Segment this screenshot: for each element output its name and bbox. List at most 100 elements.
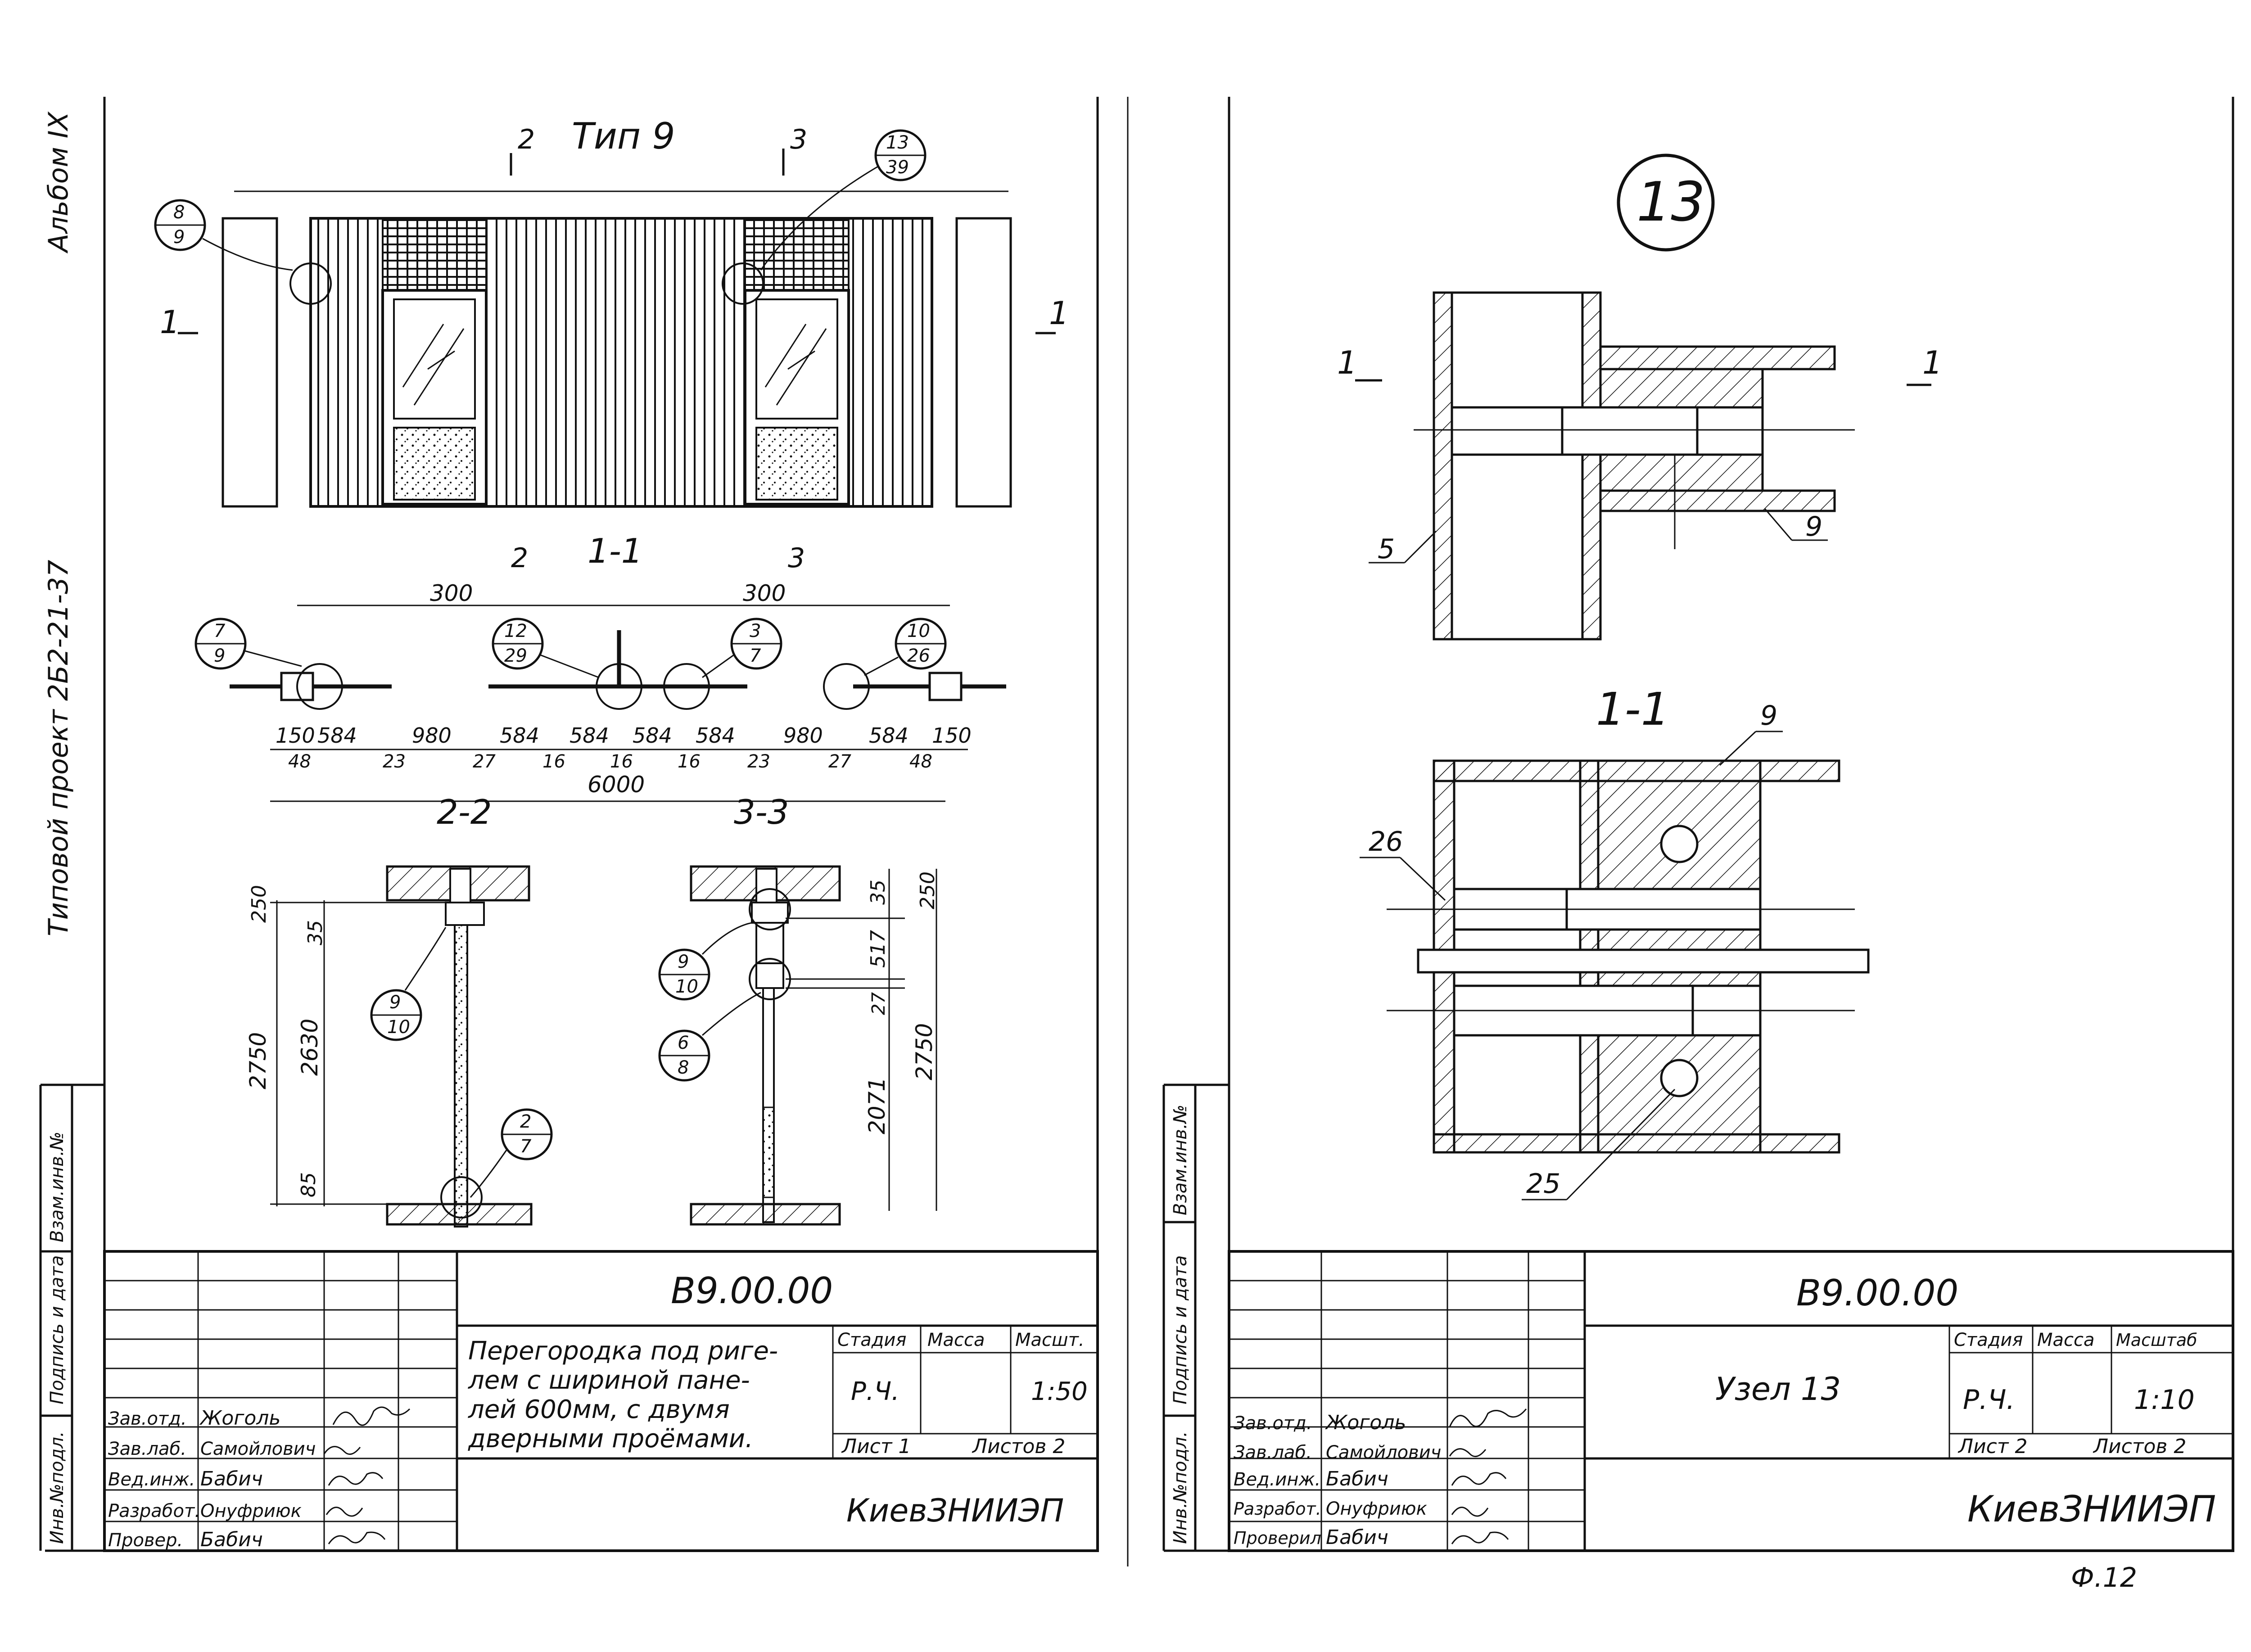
left-side-stamp: Взам.инв.№ Подпись и дата Инв.№подл. — [39, 1083, 104, 1551]
left-sheets-total: Листов 2 — [972, 1435, 1065, 1458]
plan-dim-27-l: 27 — [473, 751, 496, 772]
left-role-2: Зав.лаб. — [108, 1439, 186, 1459]
signature-3 — [328, 1472, 384, 1486]
left-role-4: Разработ. — [108, 1501, 200, 1521]
leader-25: 25 — [1526, 1168, 1560, 1200]
sec33-dim-27: 27 — [868, 992, 889, 1015]
plan-dim-584-3: 584 — [570, 723, 609, 748]
right-description: Узел 13 — [1715, 1371, 1841, 1408]
left-organization: КиевЗНИИЭП — [846, 1492, 1064, 1529]
node-number-circle — [1617, 153, 1715, 252]
right-name-3: Бабич — [1326, 1467, 1388, 1490]
right-role-2: Зав.лаб. — [1234, 1442, 1312, 1463]
left-description-line2: лем с шириной пане- — [468, 1366, 750, 1395]
right-mass-header: Масса — [2037, 1330, 2095, 1350]
callout-2-7-bottom: 7 — [520, 1136, 532, 1157]
right-sheet-number: Лист 2 — [1957, 1435, 2027, 1458]
right-side-stamp: Взам.инв.№ Подпись и дата Инв.№подл. — [1162, 1083, 1229, 1551]
signature-4 — [325, 1507, 363, 1517]
callout-10-26-bottom: 26 — [907, 645, 930, 666]
left-sheet-number: Лист 1 — [841, 1435, 911, 1458]
right-name-2: Самойлович — [1326, 1442, 1441, 1463]
plan-dim-48-r: 48 — [909, 751, 932, 772]
callout-9-10-b-top: 9 — [678, 952, 689, 972]
plan-dim-150-r: 150 — [932, 723, 972, 748]
left-doc-code: В9.00.00 — [671, 1270, 833, 1312]
left-description-line3: лей 600мм, с двумя — [468, 1395, 730, 1424]
left-scale-header: Масшт. — [1015, 1330, 1085, 1350]
sec22-dim-2630: 2630 — [297, 1019, 323, 1076]
right-stage-header: Стадия — [1954, 1330, 2023, 1350]
album-label: Альбом IX — [43, 111, 74, 254]
plan-dim-16-1: 16 — [542, 751, 565, 772]
callout-13-39-top: 13 — [886, 132, 909, 153]
cut-mark-2-bottom: 2 — [511, 542, 528, 574]
side-label-sign: Подпись и дата — [47, 1255, 68, 1404]
right-scale-header: Масштаб — [2116, 1330, 2197, 1350]
plan-dim-23-l: 23 — [383, 751, 406, 772]
plan-dim-48-l: 48 — [288, 751, 311, 772]
callout-7-9-bottom: 9 — [214, 645, 225, 666]
leader-9-top: 9 — [1805, 511, 1822, 542]
cut-mark-1-right: 1 — [1049, 295, 1069, 332]
left-role-1: Зав.отд. — [108, 1408, 187, 1429]
left-name-3: Бабич — [200, 1467, 263, 1490]
node-cut-mark-left: 1 — [1337, 344, 1357, 381]
plan-dim-584-1: 584 — [317, 723, 357, 748]
left-scale-value: 1:50 — [1031, 1377, 1088, 1406]
sec33-dim-517: 517 — [867, 930, 890, 968]
side-label-replace: Взам.инв.№ — [47, 1132, 68, 1242]
right-organization: КиевЗНИИЭП — [1967, 1488, 2216, 1530]
plan-dim-980-l: 980 — [412, 723, 452, 748]
left-name-1: Жоголь — [199, 1407, 280, 1430]
callout-13-39-bottom: 39 — [886, 157, 909, 178]
leader-9-bottom: 9 — [1760, 700, 1777, 731]
signature-2 — [323, 1446, 361, 1455]
plan-dim-584-5: 584 — [696, 723, 735, 748]
plan-dim-584-4: 584 — [633, 723, 672, 748]
callout-9-10-b-bottom: 10 — [675, 976, 698, 997]
left-title-block: В9.00.00 Перегородка под риге- лем с шир… — [103, 1250, 1099, 1552]
signature-5 — [328, 1531, 386, 1544]
right-signature-2 — [1449, 1448, 1487, 1458]
left-name-5: Бабич — [200, 1528, 263, 1551]
cut-mark-1-left: 1 — [160, 304, 180, 341]
sec33-dim-2071: 2071 — [864, 1077, 890, 1134]
callout-8-9-top: 8 — [173, 202, 185, 223]
plan-dim-300-left: 300 — [430, 580, 473, 606]
callout-12-29-bottom: 29 — [504, 645, 527, 666]
cut-mark-3-top: 3 — [790, 124, 807, 155]
left-sheet: Альбом IX Типовой проект 2Б2-21-37 Взам.… — [39, 97, 1129, 1566]
plan-dim-584-2: 584 — [500, 723, 539, 748]
plan-dim-16-2: 16 — [610, 751, 633, 772]
right-sheets-total: Листов 2 — [2093, 1435, 2186, 1458]
callout-6-8-top: 6 — [678, 1033, 689, 1053]
callout-2-7-top: 2 — [520, 1111, 531, 1132]
right-side-label-replace: Взам.инв.№ — [1170, 1105, 1191, 1215]
sec22-dim-250: 250 — [248, 885, 271, 923]
left-stage-value: Р.Ч. — [851, 1377, 899, 1406]
right-doc-code: В9.00.00 — [1796, 1272, 1958, 1314]
callout-12-29-top: 12 — [504, 621, 527, 641]
right-side-label-sign: Подпись и дата — [1170, 1255, 1191, 1404]
left-description-line4: дверными проёмами. — [468, 1424, 753, 1453]
right-name-1: Жоголь — [1324, 1411, 1406, 1434]
callout-3-7-bottom: 7 — [750, 645, 761, 666]
callout-9-10-a-top: 9 — [389, 992, 401, 1013]
right-stage-value: Р.Ч. — [1963, 1384, 2015, 1416]
project-label: Типовой проект 2Б2-21-37 — [43, 560, 74, 936]
callout-8-9-bottom: 9 — [173, 227, 185, 248]
section-2-2: 2-2 250 35 2750 2630 85 9 10 2 7 — [245, 792, 553, 1228]
sec33-dim-35: 35 — [867, 880, 890, 905]
section-label-2-2: 2-2 — [437, 792, 492, 832]
plan-dim-300-right: 300 — [743, 580, 786, 606]
node-section-label: 1-1 — [1596, 683, 1669, 736]
section-label-1-1: 1-1 — [588, 531, 643, 571]
left-mass-header: Масса — [927, 1330, 985, 1350]
right-role-4: Разработ. — [1234, 1499, 1321, 1519]
type-title: Тип 9 — [572, 115, 675, 157]
sec22-dim-85: 85 — [297, 1172, 320, 1197]
node-number: 13 — [1636, 171, 1705, 234]
right-sheet: Взам.инв.№ Подпись и дата Инв.№подл. 13 … — [1162, 97, 2234, 1593]
